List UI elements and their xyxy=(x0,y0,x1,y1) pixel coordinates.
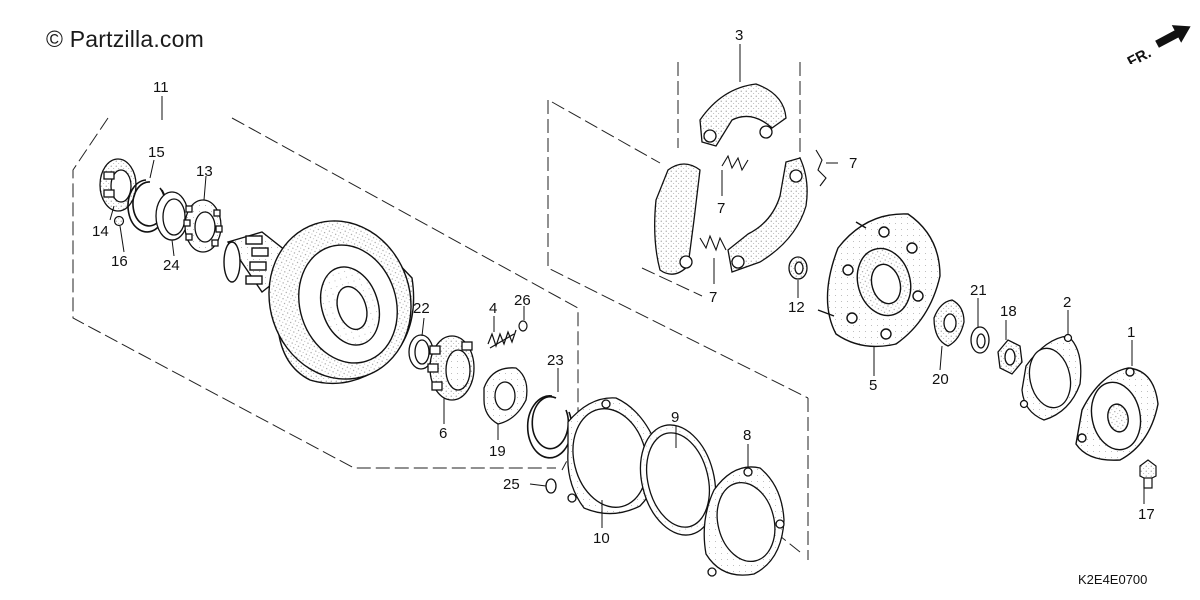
callout-2: 2 xyxy=(1063,294,1071,311)
part-21-washer xyxy=(970,326,990,354)
callout-24: 24 xyxy=(163,257,180,274)
front-direction-badge: FR. xyxy=(1125,25,1191,64)
part-1-cover xyxy=(1075,367,1159,461)
part-8-gasket xyxy=(703,466,785,577)
callout-5: 5 xyxy=(869,377,877,394)
callout-21: 21 xyxy=(970,282,987,299)
callout-12: 12 xyxy=(788,299,805,316)
callout-16: 16 xyxy=(111,253,128,270)
part-22-o-ring xyxy=(408,334,434,370)
part-11-clutch-outer xyxy=(223,220,415,385)
callout-18: 18 xyxy=(1000,303,1017,320)
callout-15: 15 xyxy=(148,144,165,161)
callout-3: 3 xyxy=(735,27,743,44)
part-17-bolt xyxy=(1139,459,1157,489)
part-24-washer xyxy=(155,191,189,241)
callout-19: 19 xyxy=(489,443,506,460)
part-6-clutch-inner xyxy=(427,335,475,401)
part-19-plate xyxy=(483,367,528,425)
part-7-springs xyxy=(699,149,827,252)
callout-14: 14 xyxy=(92,223,109,240)
callout-10: 10 xyxy=(593,530,610,547)
part-2-gasket xyxy=(1019,333,1082,421)
callout-23: 23 xyxy=(547,352,564,369)
part-23-circlip xyxy=(526,395,573,459)
part-10-gasket xyxy=(567,397,658,515)
part-13-gear xyxy=(183,199,223,253)
callout-7a: 7 xyxy=(849,155,857,172)
part-3-clutch-shoes xyxy=(654,83,808,275)
part-14-one-way-clutch xyxy=(99,158,137,212)
callout-6: 6 xyxy=(439,425,447,442)
callout-11: 11 xyxy=(153,79,169,96)
callout-8: 8 xyxy=(743,427,751,444)
part-18-nut xyxy=(997,339,1023,375)
callout-25: 25 xyxy=(503,476,520,493)
callout-9: 9 xyxy=(671,409,679,426)
part-26-pin xyxy=(518,320,528,332)
callout-22: 22 xyxy=(413,300,430,317)
leader-lines xyxy=(109,44,1145,528)
callout-labels: 1 2 3 4 5 6 7 7 7 8 9 10 11 12 13 14 15 … xyxy=(92,27,1155,547)
part-4-spring xyxy=(487,329,517,349)
callout-4: 4 xyxy=(489,300,497,317)
part-12-collar xyxy=(788,256,808,280)
part-16-ball xyxy=(113,215,125,227)
diagram-code: K2E4E0700 xyxy=(1078,572,1148,587)
part-5-drive-plate xyxy=(817,213,941,348)
callout-7c: 7 xyxy=(709,289,717,306)
callout-7b: 7 xyxy=(717,200,725,217)
arrow-up-right-icon xyxy=(1155,25,1191,48)
callout-20: 20 xyxy=(932,371,949,388)
watermark-text: © Partzilla.com xyxy=(46,26,204,52)
callout-1: 1 xyxy=(1127,324,1135,341)
part-25-clip xyxy=(545,478,557,494)
part-20-nut xyxy=(933,299,965,347)
part-9-seal-ring xyxy=(639,424,717,536)
front-indicator-label: FR. xyxy=(1125,44,1154,64)
callout-26: 26 xyxy=(514,292,531,309)
callout-13: 13 xyxy=(196,163,213,180)
callout-17: 17 xyxy=(1138,506,1155,523)
